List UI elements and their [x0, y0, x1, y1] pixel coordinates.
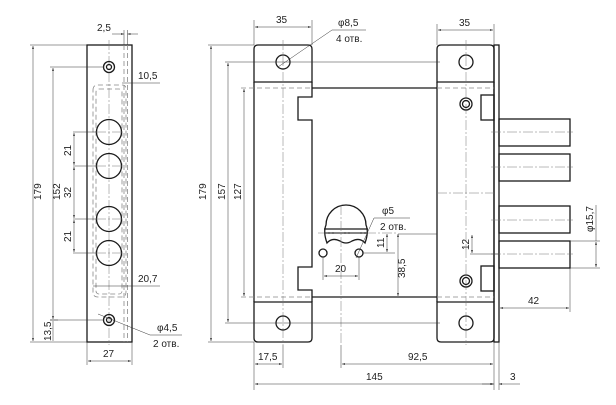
- bolt-3: [498, 205, 571, 234]
- dim-front-total-height: 179: [198, 183, 209, 200]
- dim-top-offset: 2,5: [97, 23, 111, 34]
- dim-bolt-diameter: φ15,7: [585, 206, 596, 232]
- screw-hole-inner: [105, 316, 113, 324]
- dim-inner-width: 20,7: [138, 274, 158, 285]
- faceplate-outline: [86, 44, 133, 343]
- hole-callout-count: 2 отв.: [153, 339, 179, 350]
- dim-cyl-offset: 11: [376, 237, 387, 248]
- dim-front-hole-spacing: 157: [217, 183, 228, 200]
- dim-pitch-top: 21: [63, 144, 74, 156]
- left-bottom-tab: [253, 301, 313, 343]
- mount-hole-count: 4 отв.: [336, 34, 362, 45]
- lock-body-left: [297, 82, 437, 302]
- inner-cutout-hidden: [92, 84, 127, 298]
- bolt-2: [498, 153, 571, 182]
- leader: [97, 313, 151, 336]
- dim-bolt-throw: 42: [528, 296, 540, 307]
- dim-plate-thickness: 3: [510, 372, 516, 383]
- screw-inner: [461, 99, 471, 109]
- leader: [277, 29, 333, 68]
- faceplate-view: 2,5 10,5 179 152 21 32 21 20,7 13,5: [30, 23, 182, 365]
- dim-body-height: 127: [233, 183, 244, 200]
- latch-top: [480, 94, 495, 121]
- cyl-hole-left: [318, 248, 328, 258]
- cyl-hole-count: 2 отв.: [380, 222, 406, 233]
- screw-2: [459, 274, 473, 288]
- right-bottom-tab: [436, 301, 495, 343]
- dim-backset: 92,5: [408, 352, 428, 363]
- dim-inner-offset: 10,5: [138, 71, 158, 82]
- mount-hole-4: [458, 315, 474, 331]
- right-top-tab: [436, 44, 495, 83]
- cylinder-outline: [324, 204, 368, 245]
- dim-pitch-mid: 32: [63, 186, 74, 198]
- left-top-tab: [253, 44, 313, 83]
- hole-callout-diameter: φ4,5: [157, 323, 178, 334]
- bolt-1: [498, 118, 571, 147]
- screw-inner: [461, 276, 471, 286]
- screw-1: [459, 97, 473, 111]
- dim-bolt-spacing: 12: [461, 238, 472, 250]
- dim-hole-spacing: 152: [52, 183, 63, 200]
- cylinder: [318, 204, 398, 345]
- cylinder-cam: [324, 228, 368, 234]
- dim-bottom-offset: 13,5: [43, 321, 54, 341]
- leader: [355, 217, 375, 259]
- cyl-hole-diameter: φ5: [382, 206, 394, 217]
- screw-hole-inner: [105, 63, 113, 71]
- dim-right-tab-width: 35: [459, 18, 471, 29]
- bolt-4: [498, 240, 571, 269]
- dim-total-height: 179: [33, 183, 44, 200]
- dim-cyl-height: 38,5: [397, 258, 408, 278]
- dim-left-offset: 17,5: [258, 352, 278, 363]
- dim-left-tab-width: 35: [276, 15, 288, 26]
- dim-cyl-hole-spacing: 20: [335, 264, 347, 275]
- dim-total-width: 145: [366, 372, 383, 383]
- front-plate: [493, 44, 500, 343]
- front-view: 35 35 φ8,5 4 отв. 179 157 127 φ5 2 отв. …: [198, 15, 600, 390]
- mount-hole-3: [458, 54, 474, 70]
- cyl-hole-right: [354, 248, 364, 258]
- dim-pitch-bottom: 21: [63, 230, 74, 242]
- mount-hole-diameter: φ8,5: [338, 18, 359, 29]
- latch-bottom: [480, 265, 495, 292]
- dim-width: 27: [103, 349, 115, 360]
